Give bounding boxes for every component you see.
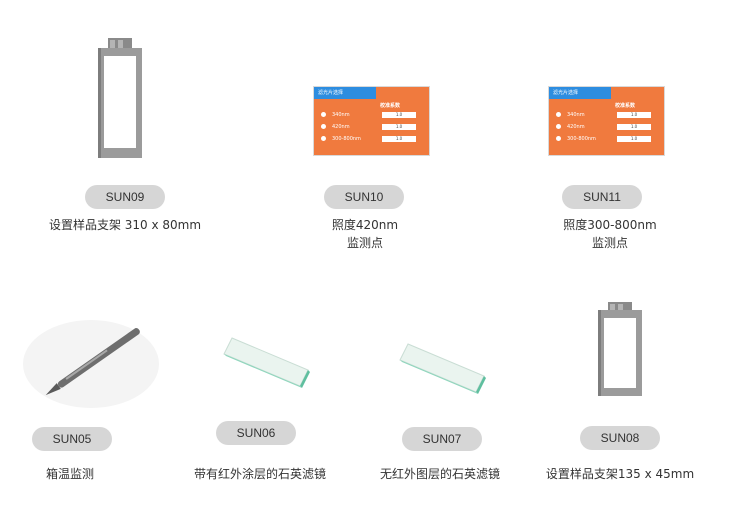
- product-caption: 照度420nm 监测点: [331, 218, 399, 250]
- coefficient-field[interactable]: 1.0: [382, 136, 416, 142]
- temperature-probe-image: [23, 320, 159, 408]
- product-caption: 设置样品支架135 x 45mm: [545, 467, 695, 481]
- option-label: 420nm: [332, 124, 350, 130]
- product-code-badge: SUN09: [85, 185, 165, 209]
- coefficient-field[interactable]: 1.0: [617, 112, 651, 118]
- product-caption: 设置样品支架 310 x 80mm: [48, 218, 202, 232]
- filter-selection-panel: 滤光片选择 校准系数 340nm 1.0 420nm 1.0 300-800nm…: [548, 86, 665, 156]
- panel-header: 校准系数: [615, 103, 636, 109]
- coefficient-field[interactable]: 1.0: [382, 124, 416, 130]
- coefficient-field[interactable]: 1.0: [617, 136, 651, 142]
- radio-option[interactable]: [321, 112, 326, 117]
- radio-option[interactable]: [321, 124, 326, 129]
- option-label: 340nm: [567, 112, 585, 118]
- product-caption: 照度300-800nm 监测点: [563, 218, 657, 250]
- radio-option[interactable]: [556, 112, 561, 117]
- radio-option[interactable]: [556, 136, 561, 141]
- radio-option[interactable]: [321, 136, 326, 141]
- product-caption: 无红外图层的石英滤镜: [379, 467, 500, 481]
- sample-holder-image: [98, 38, 142, 158]
- product-code-badge: SUN06: [216, 421, 296, 445]
- option-label: 300-800nm: [567, 136, 596, 142]
- product-caption: 带有红外涂层的石英滤镜: [193, 467, 326, 481]
- product-caption: 箱温监测: [45, 467, 94, 481]
- coefficient-field[interactable]: 1.0: [617, 124, 651, 130]
- quartz-filter-image: [223, 337, 310, 388]
- option-label: 340nm: [332, 112, 350, 118]
- product-code-badge: SUN05: [32, 427, 112, 451]
- sample-holder-image: [598, 302, 642, 396]
- panel-title: 滤光片选择: [549, 87, 611, 99]
- product-code-badge: SUN10: [324, 185, 404, 209]
- panel-title: 滤光片选择: [314, 87, 376, 99]
- product-code-badge: SUN08: [580, 426, 660, 450]
- product-code-badge: SUN07: [402, 427, 482, 451]
- quartz-filter-image: [399, 343, 486, 394]
- panel-header: 校准系数: [380, 103, 401, 109]
- radio-option[interactable]: [556, 124, 561, 129]
- filter-selection-panel: 滤光片选择 校准系数 340nm 1.0 420nm 1.0 300-800nm…: [313, 86, 430, 156]
- coefficient-field[interactable]: 1.0: [382, 112, 416, 118]
- option-label: 420nm: [567, 124, 585, 130]
- option-label: 300-800nm: [332, 136, 361, 142]
- product-code-badge: SUN11: [562, 185, 642, 209]
